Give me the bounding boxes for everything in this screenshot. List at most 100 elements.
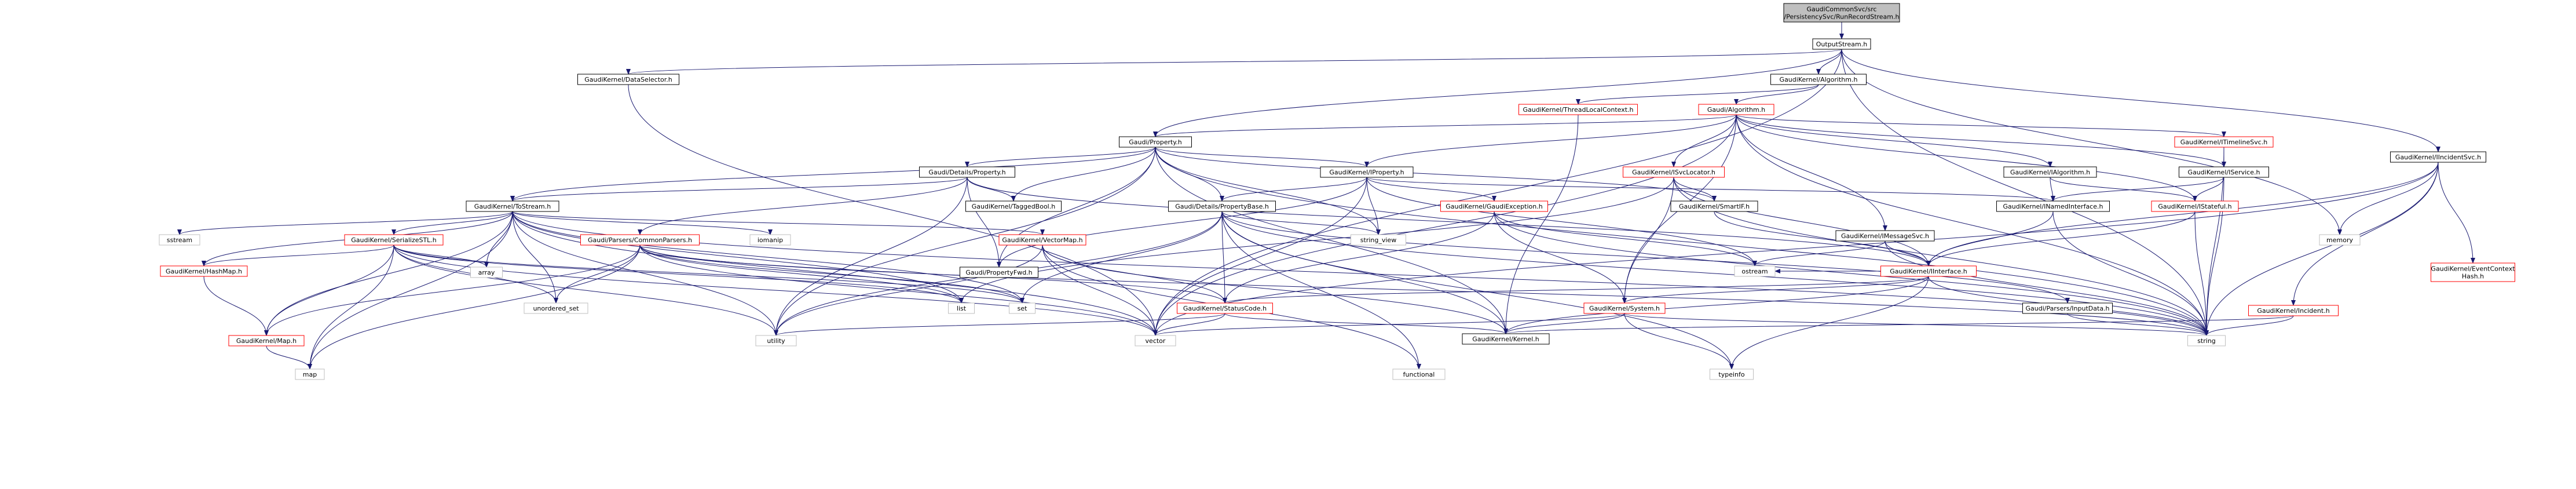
node-serstl[interactable]: GaudiKernel/SerializeSTL.h	[344, 234, 444, 246]
node-ifacehdr[interactable]: GaudiKernel/IInterface.h	[1880, 265, 1977, 277]
edge-serstl-to-hashmap	[202, 244, 394, 267]
edge-dprop-to-pcommon	[638, 177, 968, 235]
node-box-dprop	[919, 166, 1015, 178]
edge-incsvc-to-string	[2204, 162, 2439, 336]
node-ialg[interactable]: GaudiKernel/IAlgorithm.h	[2003, 166, 2097, 178]
node-os[interactable]: OutputStream.h	[1812, 38, 1871, 50]
node-label-ctxhash-line2: Hash.h	[2462, 273, 2484, 280]
node-incsvc[interactable]: GaudiKernel/IIncidentSvc.h	[2390, 151, 2486, 163]
node-system[interactable]: GaudiKernel/System.h	[1583, 302, 1666, 314]
node-label-typeinfo: typeinfo	[1718, 371, 1744, 378]
edge-iprop-to-inamed	[1366, 177, 2055, 202]
node-label-statuscode: GaudiKernel/StatusCode.h	[1183, 305, 1267, 312]
edge-os-to-incsvc	[1841, 49, 2440, 152]
node-label-pfwd: Gaudi/PropertyFwd.h	[965, 269, 1032, 276]
edge-serstl-to-map	[308, 244, 394, 370]
node-pcommon[interactable]: Gaudi/Parsers/CommonParsers.h	[580, 234, 700, 246]
edge-iservice-to-inamed	[2051, 177, 2224, 202]
node-kmap[interactable]: GaudiKernel/Map.h	[228, 335, 305, 346]
node-iprop[interactable]: GaudiKernel/IProperty.h	[1320, 166, 1414, 178]
node-tostream[interactable]: GaudiKernel/ToStream.h	[466, 200, 559, 212]
node-label-pinput: Gaudi/Parsers/InputData.h	[2025, 305, 2109, 312]
node-label-ds: GaudiKernel/DataSelector.h	[584, 76, 672, 83]
node-iservice[interactable]: GaudiKernel/IService.h	[2179, 166, 2269, 178]
edge-iprop-to-dpropbase	[1220, 177, 1367, 202]
node-statuscode[interactable]: GaudiKernel/StatusCode.h	[1177, 302, 1273, 314]
node-tlc[interactable]: GaudiKernel/ThreadLocalContext.h	[1518, 104, 1638, 115]
node-box-smartif	[1670, 200, 1758, 212]
node-label-system: GaudiKernel/System.h	[1589, 305, 1660, 312]
edge-dpropbase-to-kernel	[1221, 211, 1508, 334]
node-smartif[interactable]: GaudiKernel/SmartIF.h	[1670, 200, 1758, 212]
node-gkalg[interactable]: GaudiKernel/Algorithm.h	[1770, 74, 1867, 85]
node-incident[interactable]: GaudiKernel/Incident.h	[2248, 305, 2339, 316]
edge-gkalg-to-galg	[1734, 84, 1819, 105]
node-label-dprop: Gaudi/Details/Property.h	[928, 169, 1005, 176]
node-box-pinput	[2022, 302, 2113, 314]
node-inamed[interactable]: GaudiKernel/INamedInterface.h	[1996, 200, 2110, 212]
node-box-iprop	[1320, 166, 1414, 178]
node-istateful[interactable]: GaudiKernel/IStateful.h	[2151, 200, 2239, 212]
node-box-ctxhash	[2431, 262, 2515, 282]
node-gexc[interactable]: GaudiKernel/GaudiException.h	[1440, 200, 1548, 212]
node-box-utility	[755, 335, 797, 346]
node-tagbool[interactable]: GaudiKernel/TaggedBool.h	[965, 200, 1062, 212]
edge-ialg-to-istateful	[2050, 177, 2197, 202]
node-box-pcommon	[580, 234, 700, 246]
node-label-unordered_set: unordered_set	[533, 305, 579, 312]
edge-dprop-to-utility	[774, 177, 968, 336]
node-label-functional: functional	[1403, 371, 1435, 378]
node-dprop[interactable]: Gaudi/Details/Property.h	[919, 166, 1015, 178]
edge-tostream-to-iomanip	[512, 211, 773, 235]
edge-pcommon-to-list	[639, 244, 964, 304]
edge-galg-to-isvcloc	[1671, 114, 1737, 167]
edge-prop-to-dprop	[965, 147, 1156, 167]
edge-isvcloc-to-system	[1622, 177, 1674, 304]
edge-prop-to-utility	[774, 147, 1156, 336]
node-vmap[interactable]: GaudiKernel/VectorMap.h	[998, 234, 1086, 246]
edge-ifacehdr-to-kernel	[1503, 276, 1929, 334]
node-label-utility: utility	[767, 337, 785, 345]
node-label-ctxhash-line1: GaudiKernel/EventContext	[2431, 265, 2515, 273]
node-imsg[interactable]: GaudiKernel/IMessageSvc.h	[1835, 230, 1935, 242]
node-prop[interactable]: Gaudi/Property.h	[1119, 136, 1192, 148]
edge-prop-to-tagbool	[1011, 147, 1156, 202]
node-box-system	[1583, 302, 1666, 314]
node-box-itimeline	[2174, 136, 2274, 148]
node-box-os	[1812, 38, 1871, 50]
node-hashmap[interactable]: GaudiKernel/HashMap.h	[160, 265, 248, 277]
node-label-list: list	[957, 305, 967, 312]
node-pfwd[interactable]: Gaudi/PropertyFwd.h	[960, 267, 1038, 278]
node-label-galg: Gaudi/Algorithm.h	[1707, 106, 1765, 114]
node-box-iomanip	[749, 234, 791, 246]
node-box-memory	[2319, 234, 2361, 246]
edge-ifacehdr-to-system	[1622, 276, 1929, 304]
node-box-typeinfo	[1710, 368, 1754, 380]
node-label-incident: GaudiKernel/Incident.h	[2257, 307, 2329, 315]
node-box-ialg	[2003, 166, 2097, 178]
node-box-array	[470, 267, 503, 278]
node-box-ds	[577, 74, 679, 85]
node-set: set	[1009, 302, 1035, 314]
node-label-os: OutputStream.h	[1816, 41, 1868, 48]
node-ds[interactable]: GaudiKernel/DataSelector.h	[577, 74, 679, 85]
node-isvcloc[interactable]: GaudiKernel/ISvcLocator.h	[1623, 166, 1725, 178]
node-dpropbase[interactable]: Gaudi/Details/PropertyBase.h	[1168, 200, 1276, 212]
node-box-tagbool	[965, 200, 1062, 212]
node-galg[interactable]: Gaudi/Algorithm.h	[1698, 104, 1774, 115]
edge-gexc-to-statuscode	[1223, 211, 1495, 304]
node-box-unordered_set	[524, 302, 588, 314]
edge-iprop-to-string_view	[1366, 177, 1381, 235]
edge-isvcloc-to-ifacehdr	[1673, 177, 1931, 267]
node-box-gkalg	[1770, 74, 1867, 85]
node-kernel[interactable]: GaudiKernel/Kernel.h	[1462, 333, 1550, 345]
node-pinput[interactable]: Gaudi/Parsers/InputData.h	[2022, 302, 2113, 314]
edge-incsvc-to-incident	[2291, 162, 2439, 306]
edge-iprop-to-pfwd	[997, 177, 1367, 268]
edge-tostream-to-unordered_set	[512, 211, 558, 304]
edge-ialg-to-inamed	[2050, 177, 2055, 202]
node-box-tlc	[1518, 104, 1638, 115]
node-itimeline[interactable]: GaudiKernel/ITimelineSvc.h	[2174, 136, 2274, 148]
edge-galg-to-vector	[1153, 114, 1737, 336]
